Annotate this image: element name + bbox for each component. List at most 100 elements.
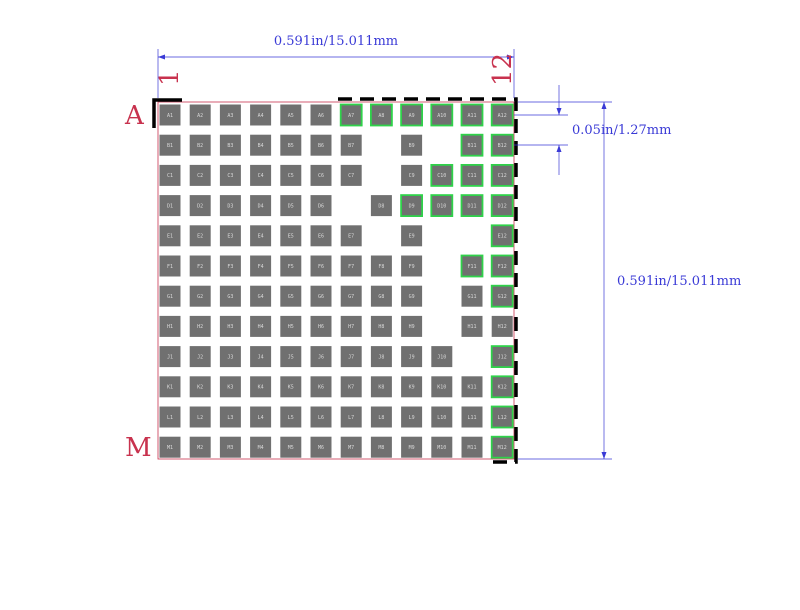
pad-a12: A12: [490, 103, 514, 127]
pad-h7: H7: [340, 315, 362, 337]
pad-label: L6: [318, 415, 324, 421]
pad-shape: [189, 255, 211, 277]
pad-shape: [250, 195, 272, 217]
pad-label: L12: [498, 415, 507, 421]
pad-shape: [159, 255, 181, 277]
pad-g5: G5: [280, 285, 302, 307]
pad-label: G4: [258, 294, 264, 300]
pad-label: H7: [348, 324, 354, 330]
pad-shape: [370, 255, 392, 277]
pad-d5: D5: [280, 195, 302, 217]
pad-label: L9: [409, 415, 415, 421]
pad-label: A2: [197, 113, 203, 119]
pad-label: M9: [409, 445, 415, 451]
pad-c7: C7: [340, 164, 362, 186]
pad-label: H4: [258, 324, 264, 330]
pad-g6: G6: [310, 285, 332, 307]
pad-c5: C5: [280, 164, 302, 186]
pad-l10: L10: [431, 406, 453, 428]
pad-shape: [460, 133, 484, 157]
pad-label: G7: [348, 294, 354, 300]
pad-label: J2: [197, 354, 203, 360]
pad-a2: A2: [189, 104, 211, 126]
pad-j7: J7: [340, 346, 362, 368]
pad-e7: E7: [340, 225, 362, 247]
pad-a8: A8: [369, 103, 393, 127]
pad-label: D6: [318, 203, 324, 209]
pad-shape: [280, 104, 302, 126]
pad-g11: G11: [461, 285, 483, 307]
pad-shape: [189, 195, 211, 217]
pad-shape: [490, 284, 514, 308]
pad-shape: [310, 225, 332, 247]
pad-b3: B3: [219, 134, 241, 156]
pad-label: H12: [498, 324, 507, 330]
pitch-label: 0.05in/1.27mm: [572, 123, 671, 138]
pad-shape: [280, 406, 302, 428]
pad-shape: [219, 134, 241, 156]
pad-label: H1: [167, 324, 173, 330]
pad-label: E1: [167, 234, 173, 240]
pad-shape: [250, 285, 272, 307]
pad-a1: A1: [159, 104, 181, 126]
pad-label: G12: [498, 294, 507, 300]
pad-b12: B12: [490, 133, 514, 157]
pad-label: A9: [409, 113, 415, 119]
pad-label: A3: [227, 113, 233, 119]
pad-label: C7: [348, 173, 354, 179]
pad-a5: A5: [280, 104, 302, 126]
pad-m7: M7: [340, 436, 362, 458]
pad-l2: L2: [189, 406, 211, 428]
pad-label: A10: [437, 113, 446, 119]
pad-shape: [340, 346, 362, 368]
pad-m9: M9: [401, 436, 423, 458]
pad-label: G8: [378, 294, 384, 300]
pad-label: M2: [197, 445, 203, 451]
pad-m4: M4: [250, 436, 272, 458]
pad-label: E9: [409, 234, 415, 240]
pad-label: D2: [197, 203, 203, 209]
pad-label: F7: [348, 264, 354, 270]
pad-shape: [310, 376, 332, 398]
pad-f5: F5: [280, 255, 302, 277]
pad-label: D3: [227, 203, 233, 209]
pad-shape: [461, 406, 483, 428]
pad-label: K2: [197, 385, 203, 391]
pad-label: C4: [258, 173, 264, 179]
pad-c9: C9: [401, 164, 423, 186]
pad-shape: [370, 195, 392, 217]
pad-m3: M3: [219, 436, 241, 458]
pad-label: D1: [167, 203, 173, 209]
pad-g7: G7: [340, 285, 362, 307]
pad-label: K9: [409, 385, 415, 391]
pad-shape: [280, 346, 302, 368]
pad-e6: E6: [310, 225, 332, 247]
pad-shape: [310, 104, 332, 126]
pad-shape: [401, 315, 423, 337]
pad-label: M6: [318, 445, 324, 451]
pad-shape: [219, 255, 241, 277]
pad-shape: [310, 195, 332, 217]
pad-label: F2: [197, 264, 203, 270]
pad-f11: F11: [460, 254, 484, 278]
pad-label: F1: [167, 264, 173, 270]
pad-shape: [340, 134, 362, 156]
pad-shape: [219, 315, 241, 337]
pad-shape: [189, 315, 211, 337]
pad-label: G2: [197, 294, 203, 300]
pad-shape: [370, 346, 392, 368]
pad-shape: [159, 315, 181, 337]
pad-shape: [430, 194, 454, 218]
pad-shape: [250, 436, 272, 458]
pad-label: G9: [409, 294, 415, 300]
pad-c11: C11: [460, 163, 484, 187]
pad-d10: D10: [430, 194, 454, 218]
pad-shape: [280, 255, 302, 277]
pad-j8: J8: [370, 346, 392, 368]
pad-label: F5: [288, 264, 294, 270]
pad-label: A6: [318, 113, 324, 119]
pad-b1: B1: [159, 134, 181, 156]
pad-label: H6: [318, 324, 324, 330]
pad-shape: [159, 104, 181, 126]
